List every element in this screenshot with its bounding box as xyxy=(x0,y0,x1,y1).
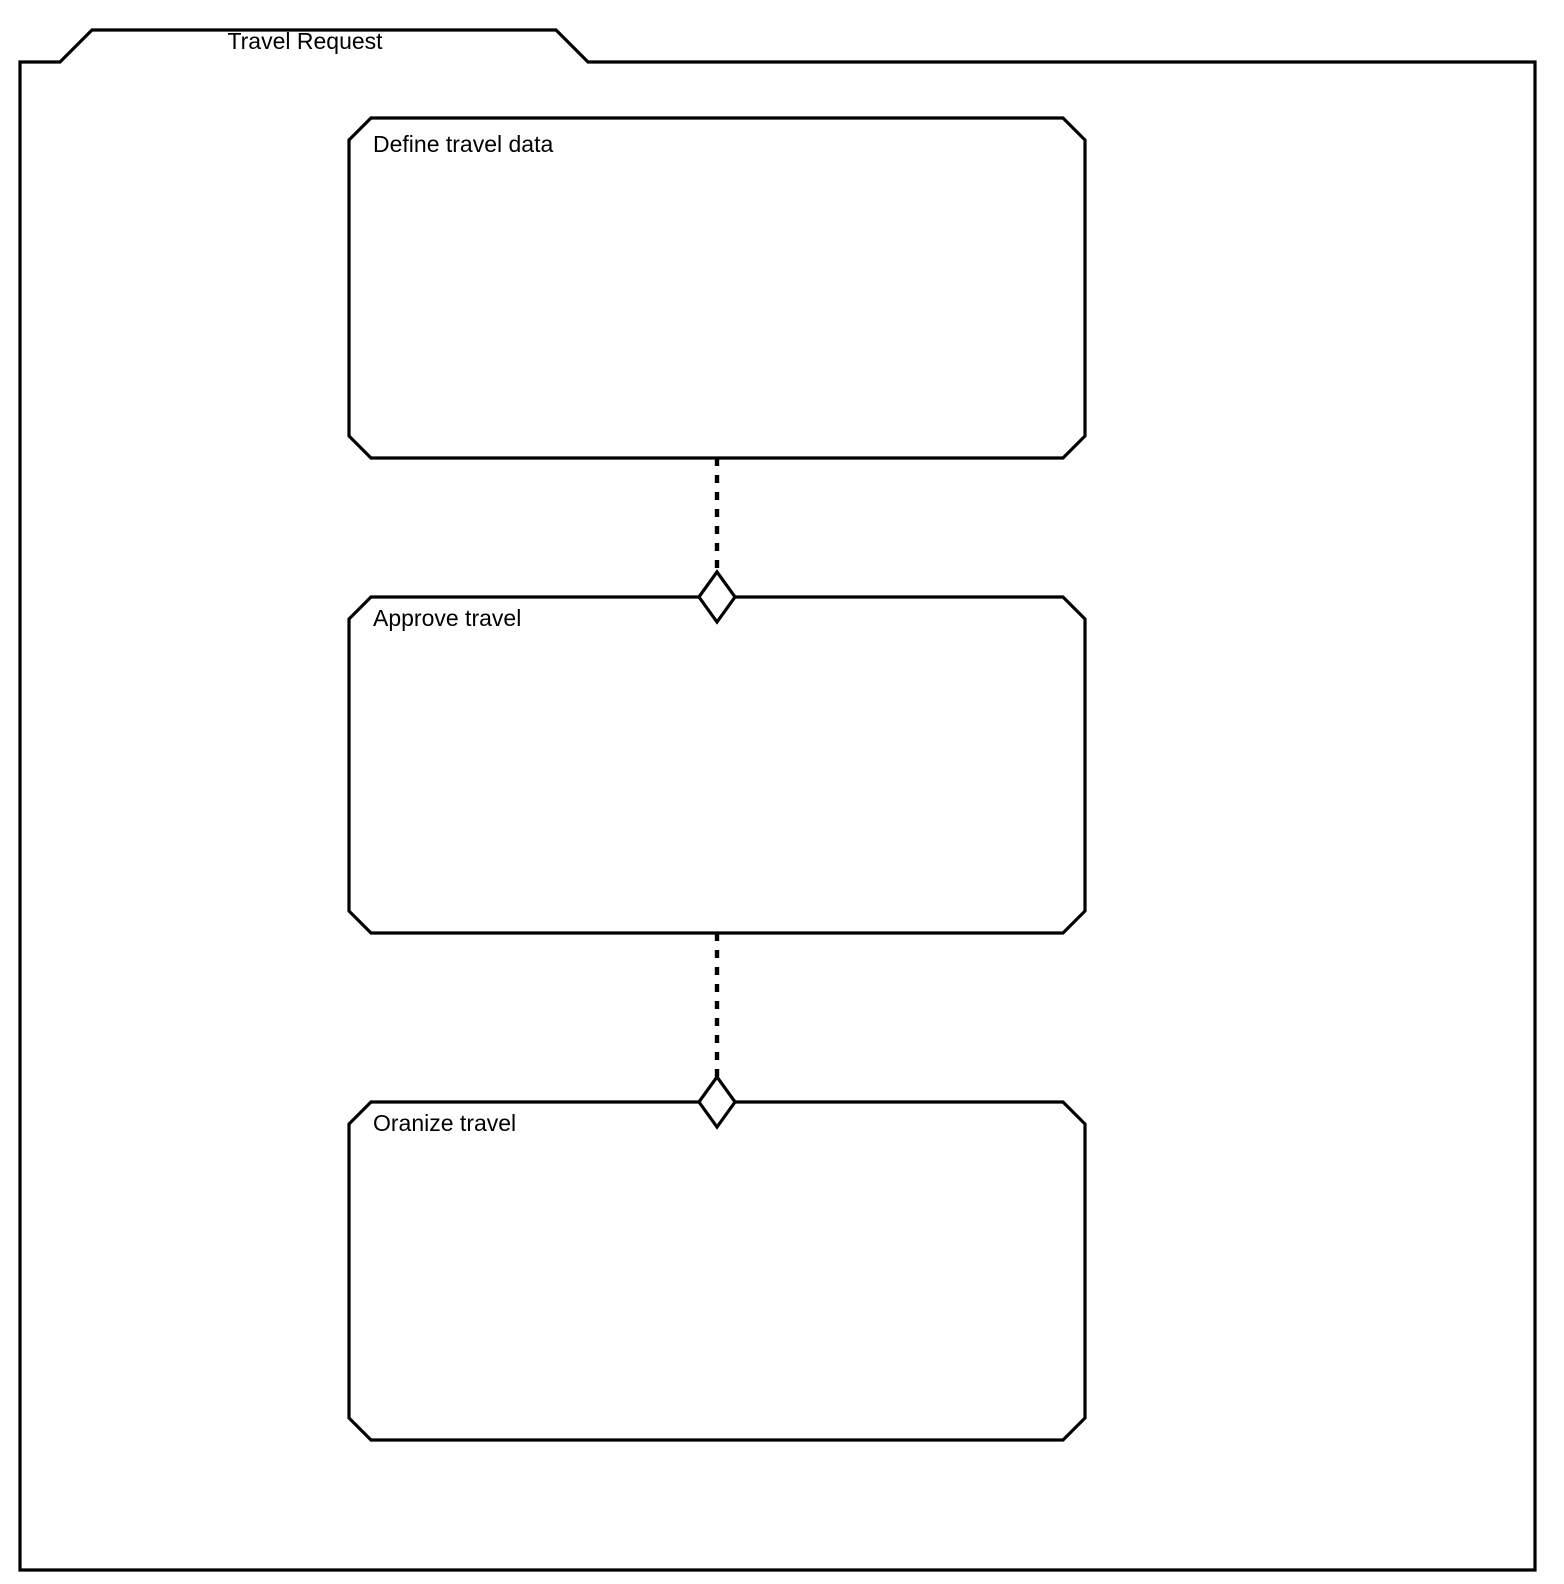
partition-frame[interactable]: Travel Request xyxy=(18,28,1537,1572)
node-approve-travel-outline xyxy=(347,595,1087,935)
connector-define-to-approve-diamond-overlay-icon xyxy=(697,569,737,625)
partition-title: Travel Request xyxy=(227,28,383,54)
partition-frame-outline xyxy=(18,28,1537,1572)
node-approve-travel[interactable]: Approve travel xyxy=(347,595,1087,935)
node-oranize-travel[interactable]: Oranize travel xyxy=(347,1100,1087,1442)
node-approve-travel-label: Approve travel xyxy=(373,605,521,631)
node-define-travel-data-label: Define travel data xyxy=(373,131,553,157)
node-oranize-travel-outline xyxy=(347,1100,1087,1442)
node-oranize-travel-label: Oranize travel xyxy=(373,1110,516,1136)
node-define-travel-data[interactable]: Define travel data xyxy=(347,116,1087,460)
node-define-travel-data-outline xyxy=(347,116,1087,460)
connector-approve-to-oranize-diamond-overlay-icon xyxy=(697,1074,737,1130)
